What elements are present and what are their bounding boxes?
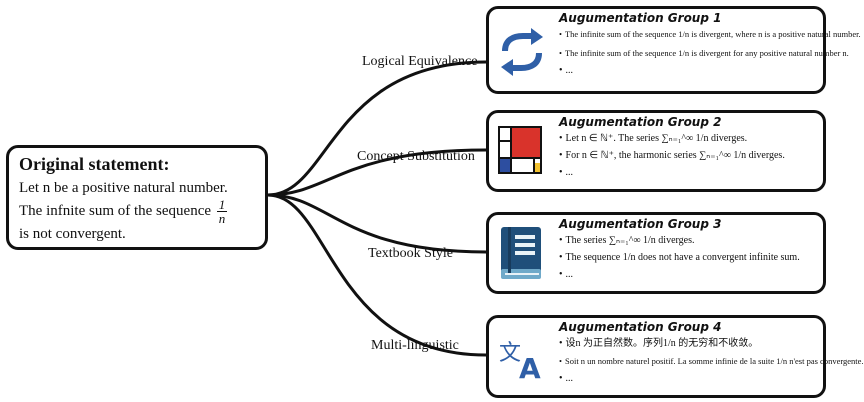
original-statement-box: Original statement: Let n be a positive … (6, 145, 268, 250)
branch-label-textbook-style: Textbook Style (368, 246, 453, 261)
augmentation-group-1: Augumentation Group 1 •The infinite sum … (486, 6, 861, 94)
group-2-bullet-1: •Let n ∈ ℕ⁺. The series ∑ₙ₌₁^∞ 1/n diver… (559, 133, 748, 144)
translate-icon: 文 A (499, 341, 541, 385)
refresh-arrows-icon (501, 28, 543, 76)
branch-label-multi-linguistic: Multi-linguistic (371, 338, 459, 353)
group-1-title: Augumentation Group 1 (559, 11, 722, 25)
connector-lines (267, 60, 487, 357)
group-2-title: Augumentation Group 2 (559, 115, 722, 129)
group-3-bullet-2: •The sequence 1/n does not have a conver… (559, 252, 800, 263)
original-line-2: The infnite sum of the sequence 1 n (19, 197, 228, 226)
group-4-bullet-3: •... (559, 373, 574, 384)
original-statement-title: Original statement: (19, 154, 170, 174)
group-4-bullet-1: •设n 为正自然数。序列1/n 的无穷和不收敛。 (559, 338, 759, 349)
branch-label-logical-equivalence: Logical Equivalence (362, 54, 478, 69)
svg-text:文: 文 (499, 341, 521, 366)
group-1-bullet-2: •The infinite sum of the sequence 1/n is… (559, 48, 849, 58)
group-2-bullet-3: •... (559, 167, 574, 178)
branch-label-concept-substitution: Concept Substitution (357, 149, 475, 164)
group-4-bullet-2: •Soit n un nombre naturel positif. La so… (559, 356, 864, 366)
augmentation-group-2: Augumentation Group 2 •Let n ∈ ℕ⁺. The s… (486, 110, 826, 192)
group-1-bullet-3: •... (559, 65, 574, 76)
group-3-title: Augumentation Group 3 (559, 217, 722, 231)
augmentation-group-4: 文 A Augumentation Group 4 •设n 为正自然数。序列1/… (486, 315, 864, 398)
original-line-1: Let n be a positive natural number. (19, 180, 228, 196)
svg-text:A: A (519, 352, 541, 385)
mondrian-painting-icon (498, 126, 542, 174)
group-3-bullet-3: •... (559, 269, 574, 280)
augmentation-group-3: Augumentation Group 3 •The series ∑ₙ₌₁^∞… (486, 212, 826, 294)
fraction: 1 n (216, 197, 228, 226)
textbook-icon (501, 227, 541, 279)
original-line-3: is not convergent. (19, 226, 126, 242)
group-1-bullet-1: •The infinite sum of the sequence 1/n is… (559, 29, 861, 39)
group-2-bullet-2: •For n ∈ ℕ⁺, the harmonic series ∑ₙ₌₁^∞ … (559, 150, 785, 161)
original-statement-text: Let n be a positive natural number. The … (19, 179, 255, 244)
group-4-title: Augumentation Group 4 (559, 320, 722, 334)
group-3-bullet-1: •The series ∑ₙ₌₁^∞ 1/n diverges. (559, 235, 695, 246)
